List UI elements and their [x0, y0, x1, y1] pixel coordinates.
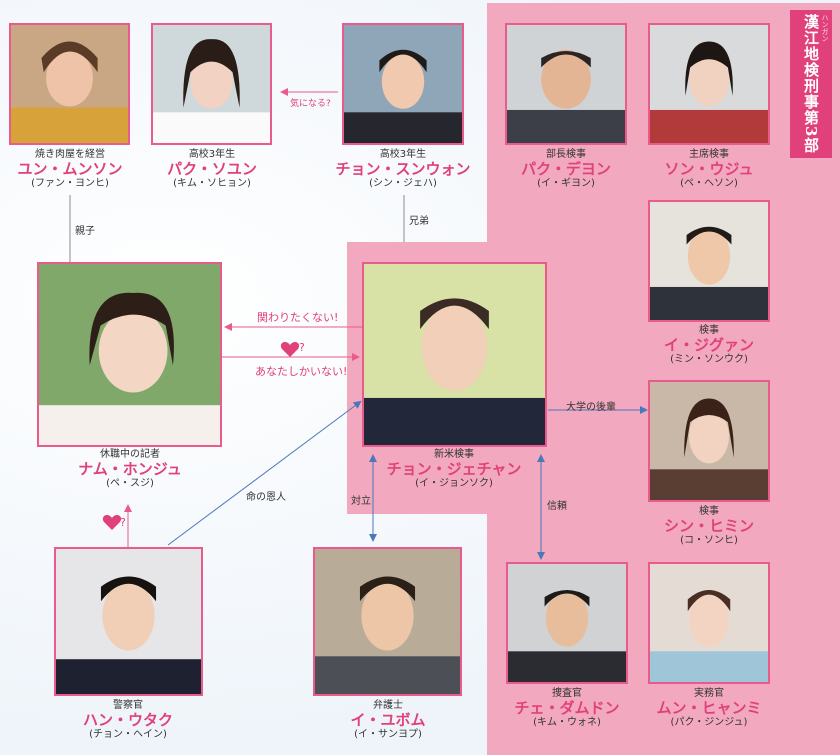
- name: ソン・ウジュ: [664, 159, 754, 178]
- photo-yun: [9, 23, 130, 145]
- heart-icon: [280, 342, 300, 357]
- photo-uju: [648, 23, 770, 145]
- role: 新米検事: [434, 449, 474, 460]
- role: 高校3年生: [379, 149, 427, 160]
- caption-jigwan: 検事 イ・ジグァン (ミン・ソンウク): [639, 325, 779, 365]
- actor: (キム・ウォネ): [533, 716, 601, 728]
- role: 高校3年生: [188, 149, 236, 160]
- name: ナム・ホンジュ: [78, 459, 182, 478]
- role: 実務官: [694, 688, 724, 699]
- name: ムン・ヒャンミ: [656, 698, 762, 717]
- role: 弁護士: [373, 700, 403, 711]
- label-parent-child: 親子: [75, 226, 95, 237]
- name: チェ・ダムドン: [514, 698, 620, 717]
- caption-yubom: 弁護士 イ・ユボム (イ・サンヨプ): [318, 700, 458, 740]
- photo-soyun: [151, 23, 272, 145]
- caption-himin: 検事 シン・ヒミン (コ・ソンヒ): [639, 506, 779, 546]
- actor: (ペ・ヘソン): [680, 177, 738, 189]
- name: シン・ヒミン: [663, 516, 754, 535]
- label-heart-question: ?: [299, 341, 305, 354]
- actor: (イ・ジョンソク): [415, 477, 493, 489]
- role: 捜査官: [552, 688, 582, 699]
- actor: (パク・ジンジュ): [670, 716, 748, 728]
- role: 部長検事: [546, 149, 586, 160]
- actor: (ファン・ヨンヒ): [31, 177, 109, 189]
- actor: (ペ・スジ): [106, 477, 154, 489]
- photo-damdon: [506, 562, 628, 684]
- caption-hongju: 休職中の記者 ナム・ホンジュ (ペ・スジ): [45, 449, 215, 489]
- role: 休職中の記者: [100, 449, 160, 460]
- photo-hyami: [648, 562, 770, 684]
- role: 検事: [699, 325, 719, 336]
- name: イ・ユボム: [350, 710, 426, 729]
- heart-icon-2: [102, 515, 122, 530]
- caption-utak: 警察官 ハン・ウタク (チョン・ヘイン): [58, 700, 198, 740]
- caption-hyami: 実務官 ムン・ヒャンミ (パク・ジンジュ): [634, 688, 784, 728]
- actor: (イ・サンヨプ): [354, 728, 422, 740]
- label-curious: 気になる?: [290, 99, 331, 109]
- label-trust: 信頼: [547, 501, 567, 512]
- group-title-ruby: ハンガン: [821, 14, 829, 42]
- actor: (シン・ジェハ): [369, 177, 437, 189]
- role: 検事: [699, 506, 719, 517]
- label-heart-question-2: ?: [120, 516, 126, 529]
- name: チョン・スンウォン: [335, 159, 471, 178]
- role: 警察官: [113, 700, 143, 711]
- photo-seungwon: [342, 23, 464, 145]
- label-brothers: 兄弟: [409, 216, 429, 227]
- group-title: 漢江地検刑事第3部: [790, 10, 832, 158]
- photo-jechan: [362, 262, 547, 447]
- actor: (イ・ギヨン): [537, 177, 595, 189]
- role: 焼き肉屋を経営: [35, 149, 105, 160]
- arrow-savior: [167, 400, 362, 546]
- photo-yubom: [313, 547, 462, 696]
- actor: (コ・ソンヒ): [680, 534, 738, 546]
- name: パク・ソユン: [167, 159, 257, 178]
- photo-jigwan: [648, 200, 770, 322]
- actor: (キム・ソヒョン): [173, 177, 251, 189]
- actor: (ミン・ソンウク): [670, 353, 748, 365]
- label-only-you: あなたしかいない!: [255, 365, 348, 378]
- photo-hongju: [37, 262, 222, 447]
- label-savior: 命の恩人: [246, 492, 286, 503]
- role: 主席検事: [689, 149, 729, 160]
- actor: (チョン・ヘイン): [89, 728, 167, 740]
- caption-seungwon: 高校3年生 チョン・スンウォン (シン・ジェハ): [318, 149, 488, 189]
- photo-utak: [54, 547, 203, 696]
- name: チョン・ジェチャン: [386, 459, 522, 478]
- caption-jechan: 新米検事 チョン・ジェチャン (イ・ジョンソク): [364, 449, 544, 489]
- caption-uju: 主席検事 ソン・ウジュ (ペ・ヘソン): [639, 149, 779, 189]
- name: パク・デヨン: [521, 159, 611, 178]
- name: ユン・ムンソン: [17, 159, 123, 178]
- label-kohai: 大学の後輩: [566, 402, 616, 413]
- caption-damdon: 捜査官 チェ・ダムドン (キム・ウォネ): [492, 688, 642, 728]
- photo-himin: [648, 380, 770, 502]
- caption-soyun: 高校3年生 パク・ソユン (キム・ソヒョン): [142, 149, 282, 189]
- label-dont-want: 関わりたくない!: [257, 311, 339, 324]
- caption-deyon: 部長検事 パク・デヨン (イ・ギヨン): [496, 149, 636, 189]
- caption-yun: 焼き肉屋を経営 ユン・ムンソン (ファン・ヨンヒ): [0, 149, 140, 189]
- name: ハン・ウタク: [82, 710, 173, 729]
- photo-deyon: [505, 23, 627, 145]
- name: イ・ジグァン: [663, 335, 754, 354]
- label-conflict: 対立: [351, 496, 371, 507]
